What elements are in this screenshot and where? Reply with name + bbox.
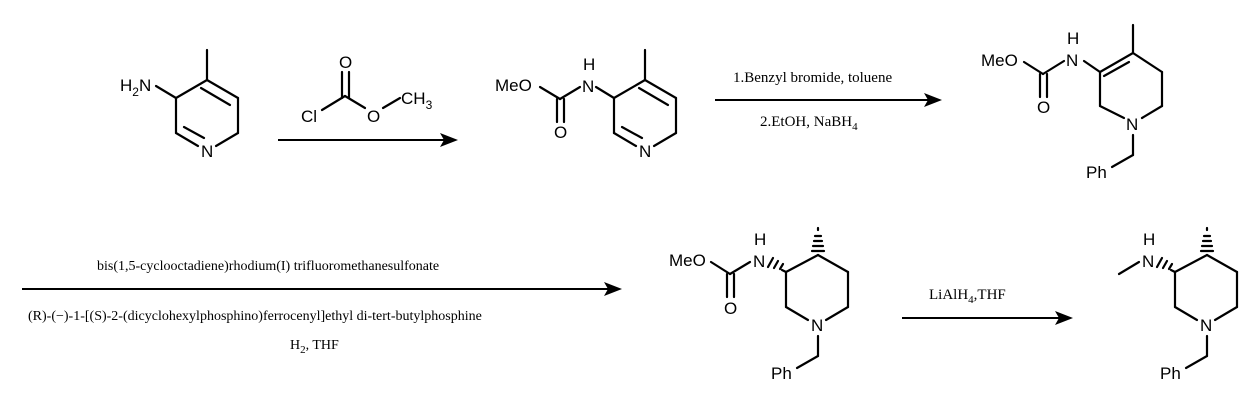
atom-h2n-n: N — [139, 76, 151, 95]
svg-text:LiAlH4,THF: LiAlH4,THF — [929, 287, 1006, 306]
step3-line1: bis(1,5-cyclooctadiene)rhodium(I) triflu… — [97, 259, 439, 274]
compound-tetrahydropyridine: MeO H N O N Ph — [981, 23, 1164, 182]
svg-text:H2N: H2N — [120, 76, 151, 99]
atom-ph: Ph — [1086, 163, 1107, 182]
atom-o: O — [554, 123, 567, 142]
atom-n-ring: N — [811, 316, 823, 335]
svg-text:CH3: CH3 — [401, 89, 433, 112]
atom-h: H — [754, 230, 766, 249]
compound-methylamino-piperidine: H N N Ph — [1117, 226, 1239, 383]
atom-ch3-sub: 3 — [426, 98, 433, 112]
step3-line3-sub: 2 — [300, 344, 306, 356]
atom-meo: MeO — [669, 251, 706, 270]
atom-n-ring: N — [1200, 316, 1212, 335]
reaction-arrow-3: bis(1,5-cyclooctadiene)rhodium(I) triflu… — [22, 259, 622, 356]
atom-n: N — [201, 142, 213, 161]
atom-ch3: CH — [401, 89, 426, 108]
reaction-arrow-4: LiAlH4,THF — [902, 287, 1073, 325]
atom-n-amine: N — [1142, 252, 1154, 271]
atom-n-carbamate: N — [753, 252, 765, 271]
atom-h: H — [1067, 29, 1079, 48]
atom-ph: Ph — [1160, 364, 1181, 383]
step3-line3-suffix: , THF — [306, 338, 339, 353]
reaction-arrow-2: 1.Benzyl bromide, toluene 2.EtOH, NaBH4 — [715, 70, 942, 133]
atom-h: H — [583, 55, 595, 74]
atom-n-carbamate: N — [1066, 51, 1078, 70]
atom-o: O — [724, 299, 737, 318]
atom-n-ring: N — [639, 142, 651, 161]
step4-suffix: ,THF — [974, 287, 1006, 303]
compound-carbamate-pyridine: MeO H N O N — [495, 48, 678, 161]
svg-text:2.EtOH, NaBH4: 2.EtOH, NaBH4 — [760, 114, 858, 133]
svg-text:H2, THF: H2, THF — [290, 338, 339, 356]
atom-cl: Cl — [301, 107, 317, 126]
atom-h2n-h: H — [120, 76, 132, 95]
compound-aminomethylpyridine: H2N N — [120, 48, 240, 161]
atom-h2n-sub: 2 — [132, 85, 139, 99]
atom-ph: Ph — [771, 364, 792, 383]
compound-chiral-carbamate-piperidine: MeO H N O N Ph — [669, 226, 850, 383]
atom-o-ester: O — [367, 107, 380, 126]
atom-h: H — [1143, 230, 1155, 249]
step3-line2: (R)-(−)-1-[(S)-2-(dicyclohexylphosphino)… — [28, 309, 482, 324]
step2-line2: 2.EtOH, NaBH — [760, 114, 852, 130]
step2-line2-sub: 4 — [852, 121, 858, 133]
atom-n-ring: N — [1126, 115, 1138, 134]
step4-sub: 4 — [968, 294, 974, 306]
reagent-methyl-chloroformate: O Cl O CH3 — [301, 53, 433, 126]
atom-o: O — [1037, 98, 1050, 117]
atom-meo: MeO — [495, 76, 532, 95]
atom-n-carbamate: N — [582, 77, 594, 96]
step4-reagent: LiAlH — [929, 287, 968, 303]
step2-line1: 1.Benzyl bromide, toluene — [733, 70, 892, 86]
step3-line3: H — [290, 338, 300, 353]
atom-meo: MeO — [981, 51, 1018, 70]
reaction-arrow-1 — [278, 133, 458, 147]
atom-o-carbonyl: O — [339, 53, 352, 72]
